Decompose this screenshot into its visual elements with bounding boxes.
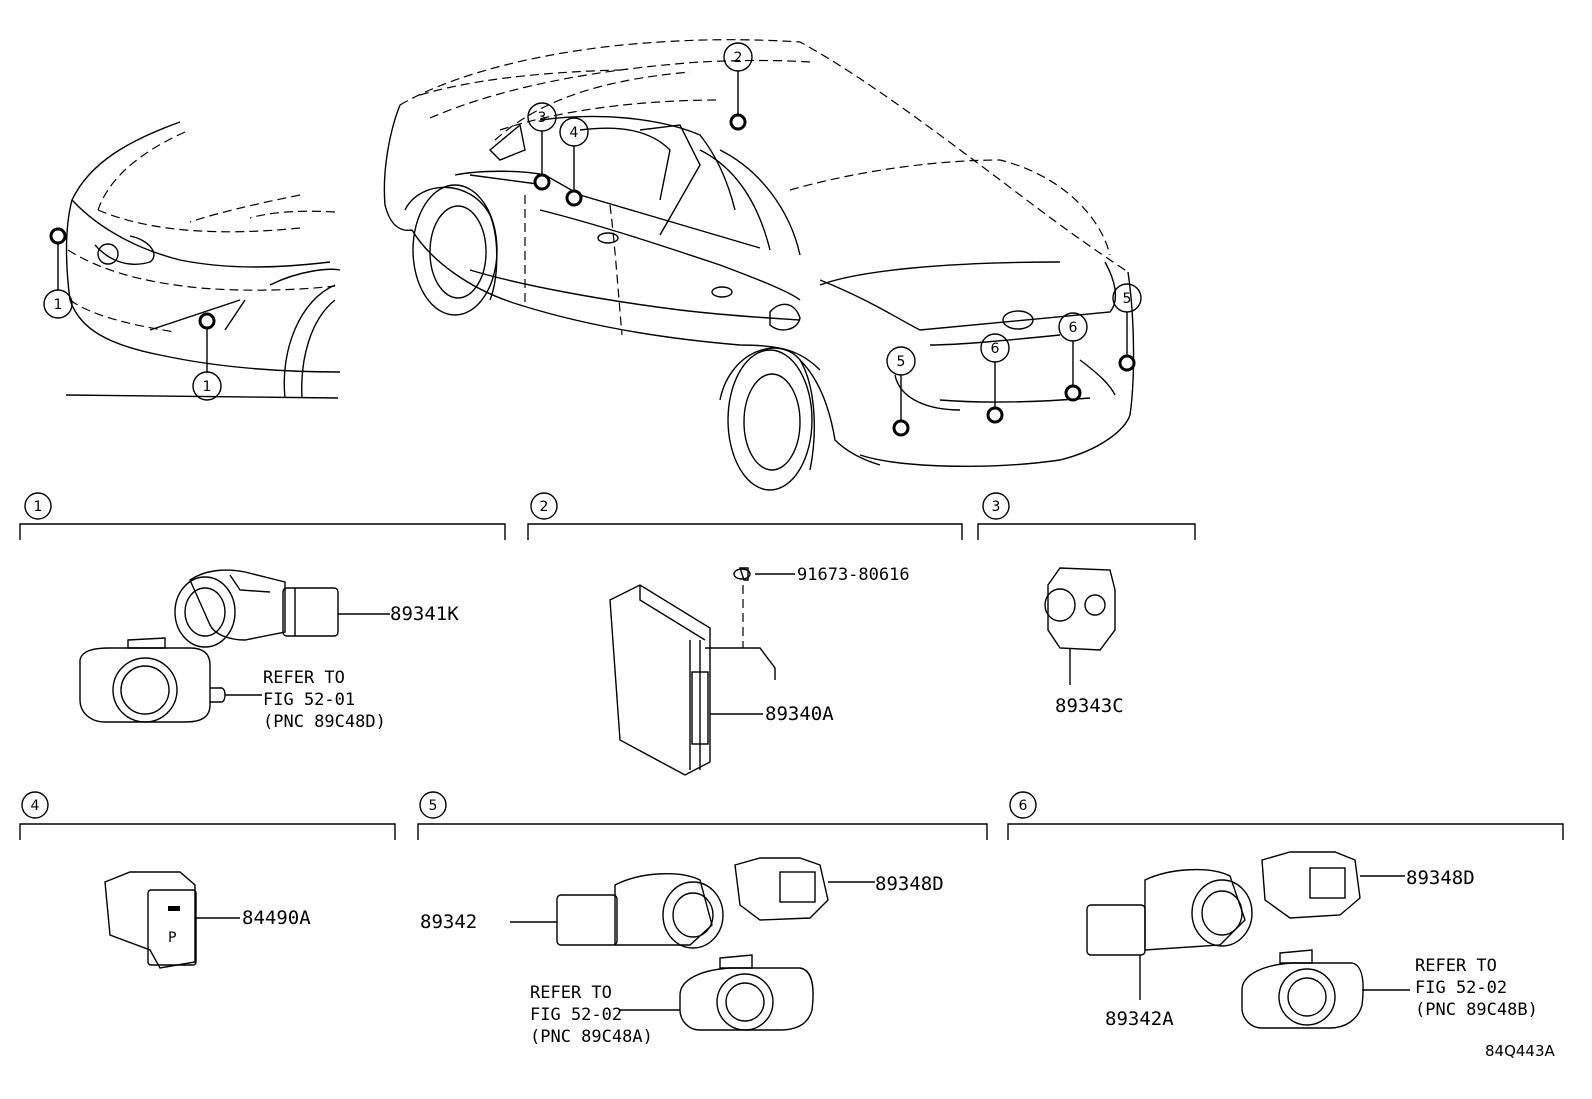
vehicle-overview-illustration (383, 39, 1135, 491)
refer-label-5-line1: REFER TO (530, 983, 612, 1003)
callout-3: 3 (538, 110, 547, 126)
section-1-number: 1 (34, 499, 43, 515)
section-3-number: 3 (992, 499, 1001, 515)
part-number-91673-80616: 91673-80616 (797, 565, 910, 585)
part-number-89342A: 89342A (1105, 1008, 1174, 1030)
section-3-sensor-drawing (1044, 567, 1116, 685)
refer-label-6-line3: (PNC 89C48B) (1415, 1000, 1538, 1020)
refer-label-5-line3: (PNC 89C48A) (530, 1027, 653, 1047)
part-number-84490A: 84490A (242, 907, 311, 929)
callout-6-rear-right: 6 (1069, 320, 1078, 336)
section-5-number: 5 (429, 798, 438, 814)
part-number-89342: 89342 (420, 911, 477, 933)
section-4-number: 4 (31, 798, 40, 814)
refer-label-1-line2: FIG 52-01 (263, 690, 355, 710)
refer-label-5-line2: FIG 52-02 (530, 1005, 622, 1025)
refer-label-6-line1: REFER TO (1415, 956, 1497, 976)
park-assist-switch-label: P (168, 930, 176, 946)
part-number-89341K: 89341K (390, 603, 459, 625)
callout-5-rear-left: 5 (897, 354, 906, 370)
section-2-number: 2 (540, 499, 549, 515)
refer-label-1-line1: REFER TO (263, 668, 345, 688)
callout-2: 2 (734, 50, 743, 66)
part-number-89340A: 89340A (765, 703, 834, 725)
part-number-89348D-section5: 89348D (875, 873, 944, 895)
callout-1-front-right: 1 (203, 379, 212, 395)
location-callouts: 1 1 2 3 4 5 6 6 5 (43, 42, 1142, 437)
callout-1-front-left: 1 (54, 297, 63, 313)
part-number-89343C: 89343C (1055, 695, 1124, 717)
callout-5-rear-right: 5 (1123, 291, 1132, 307)
section-5-sensor-drawing (510, 857, 875, 1031)
front-car-illustration (65, 121, 341, 399)
section-6-sensor-drawing (1086, 851, 1410, 1029)
section-6-number: 6 (1019, 798, 1028, 814)
part-number-89348D-section6: 89348D (1406, 867, 1475, 889)
refer-label-6-line2: FIG 52-02 (1415, 978, 1507, 998)
section-headers: 1 2 3 4 5 6 (19, 492, 1564, 840)
section-4-switch-drawing: P (104, 871, 240, 969)
callout-4: 4 (570, 125, 579, 141)
section-1-sensor-drawing (79, 569, 390, 723)
section-2-ecu-drawing (609, 567, 795, 776)
callout-6-rear-left: 6 (991, 341, 1000, 357)
illustration-id: 84Q443A (1485, 1042, 1556, 1060)
refer-label-1-line3: (PNC 89C48D) (263, 712, 386, 732)
